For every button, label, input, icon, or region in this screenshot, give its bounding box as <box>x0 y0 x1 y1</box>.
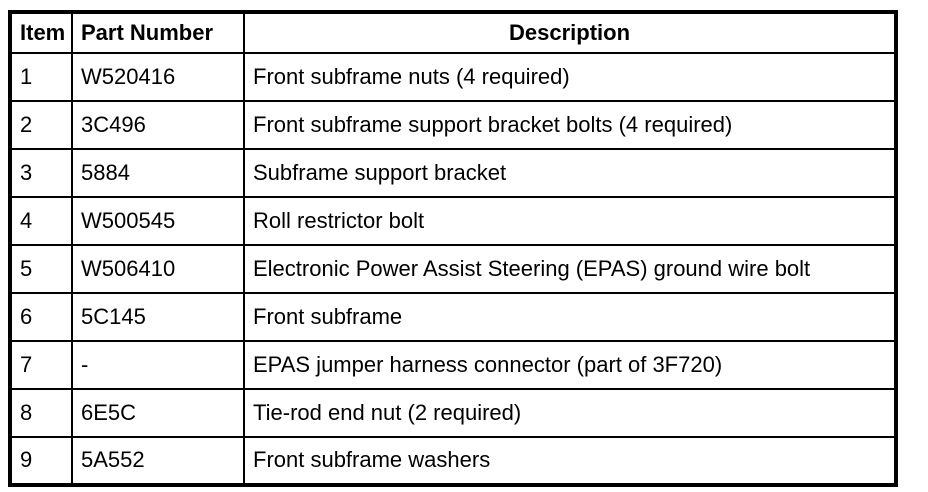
cell-description: EPAS jumper harness connector (part of 3… <box>243 340 897 390</box>
cell-item: 5 <box>9 244 73 294</box>
cell-description: Front subframe support bracket bolts (4 … <box>243 100 897 150</box>
cell-part-number: W506410 <box>71 244 245 294</box>
table-row: 8 6E5C Tie-rod end nut (2 required) <box>9 388 897 438</box>
cell-part-number: 6E5C <box>71 388 245 438</box>
table-row: 1 W520416 Front subframe nuts (4 require… <box>9 52 897 102</box>
cell-part-number: - <box>71 340 245 390</box>
cell-item: 3 <box>9 148 73 198</box>
cell-part-number: 5C145 <box>71 292 245 342</box>
header-row: Item Part Number Description <box>9 11 897 54</box>
cell-part-number: W520416 <box>71 52 245 102</box>
cell-item: 7 <box>9 340 73 390</box>
cell-description: Front subframe washers <box>243 436 897 486</box>
table-row: 6 5C145 Front subframe <box>9 292 897 342</box>
cell-description: Tie-rod end nut (2 required) <box>243 388 897 438</box>
cell-item: 4 <box>9 196 73 246</box>
header-description: Description <box>243 11 897 54</box>
cell-description: Roll restrictor bolt <box>243 196 897 246</box>
header-item: Item <box>9 11 73 54</box>
cell-part-number: 5884 <box>71 148 245 198</box>
table-row: 3 5884 Subframe support bracket <box>9 148 897 198</box>
cell-item: 6 <box>9 292 73 342</box>
cell-item: 2 <box>9 100 73 150</box>
table-row: 2 3C496 Front subframe support bracket b… <box>9 100 897 150</box>
cell-item: 1 <box>9 52 73 102</box>
cell-item: 8 <box>9 388 73 438</box>
parts-table: Item Part Number Description 1 W520416 F… <box>8 10 898 487</box>
table-row: 9 5A552 Front subframe washers <box>9 436 897 486</box>
cell-description: Front subframe nuts (4 required) <box>243 52 897 102</box>
cell-part-number: 5A552 <box>71 436 245 486</box>
table-row: 4 W500545 Roll restrictor bolt <box>9 196 897 246</box>
header-part-number: Part Number <box>71 11 245 54</box>
table-row: 7 - EPAS jumper harness connector (part … <box>9 340 897 390</box>
table-row: 5 W506410 Electronic Power Assist Steeri… <box>9 244 897 294</box>
cell-part-number: W500545 <box>71 196 245 246</box>
cell-part-number: 3C496 <box>71 100 245 150</box>
cell-description: Subframe support bracket <box>243 148 897 198</box>
cell-description: Electronic Power Assist Steering (EPAS) … <box>243 244 897 294</box>
cell-item: 9 <box>9 436 73 486</box>
cell-description: Front subframe <box>243 292 897 342</box>
